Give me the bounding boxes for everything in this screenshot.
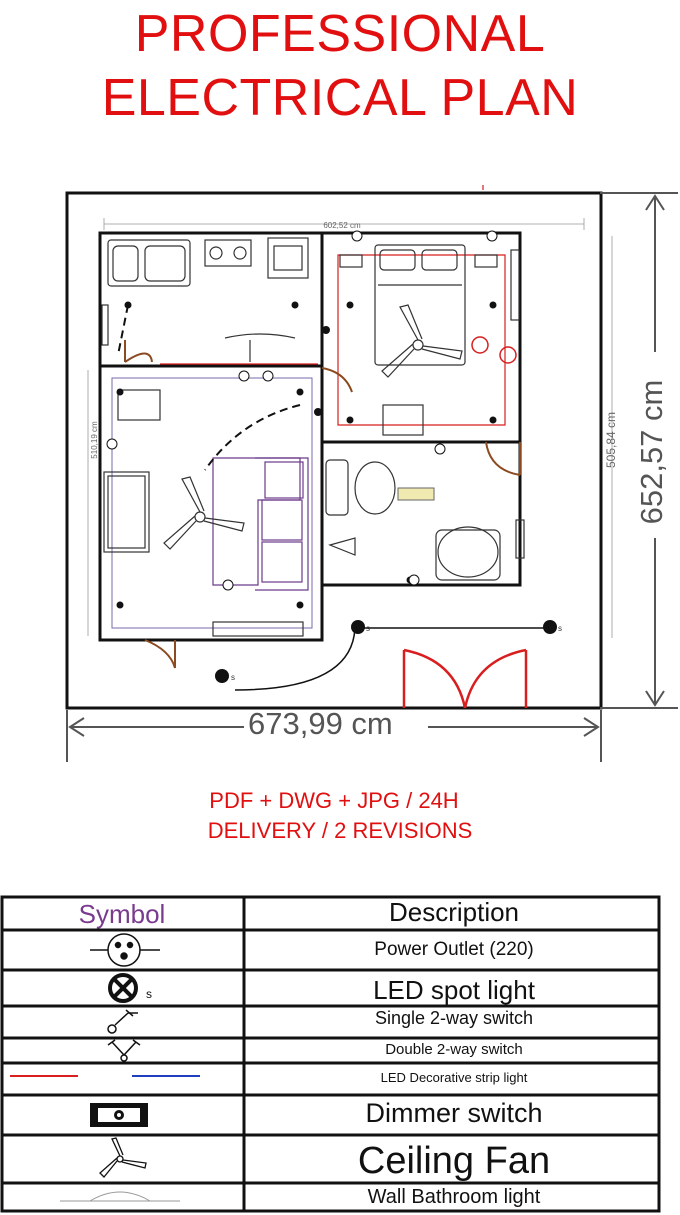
entrance-door — [234, 624, 550, 691]
entrance-switch-mark-1: s — [366, 624, 370, 633]
ceiling-fan-icon — [99, 1137, 147, 1178]
height-dimension — [600, 192, 678, 709]
bathroom-fixtures — [325, 459, 525, 581]
width-label: 673,99 cm — [248, 706, 393, 741]
title-line-1: PROFESSIONAL — [134, 5, 546, 63]
legend-row-single-switch: Single 2-way switch — [374, 1008, 534, 1028]
led-spot-light-icon — [108, 973, 138, 1003]
legend-row-ceiling-fan: Ceiling Fan — [357, 1140, 551, 1182]
red-strip-lights — [160, 185, 506, 426]
inner-dimension-lines — [87, 218, 613, 638]
delivery-line-2: DELIVERY / 2 REVISIONS — [207, 818, 473, 843]
double-switch-icon — [107, 1039, 141, 1062]
interior-walls — [98, 231, 522, 642]
legend-row-dimmer: Dimmer switch — [365, 1098, 543, 1128]
spot-lights — [116, 301, 557, 683]
bedroom-fixtures — [339, 244, 520, 436]
single-switch-icon — [107, 1009, 138, 1034]
floor-plan: 602,52 cm 505,84 cm 510,19 cm — [65, 185, 678, 762]
living-room-fixtures — [103, 389, 304, 637]
red-double-door — [402, 648, 528, 709]
inner-width-label: 602,52 cm — [323, 221, 361, 230]
legend-table: s — [0, 895, 661, 1213]
bedroom-chairs — [471, 336, 517, 364]
power-outlet-icon — [90, 933, 160, 967]
inner-height-label: 505,84 cm — [604, 412, 618, 468]
width-dimension — [66, 710, 602, 762]
legend-header-symbol: Symbol — [78, 899, 166, 929]
outlets — [106, 230, 498, 591]
height-label: 652,57 cm — [634, 379, 669, 525]
legend-row-double-switch: Double 2-way switch — [385, 1041, 523, 1058]
kitchen-fixtures — [101, 237, 309, 362]
doors — [124, 340, 521, 669]
led-spot-mark: s — [146, 987, 152, 1001]
title-line-2: ELECTRICAL PLAN — [101, 69, 579, 127]
bathroom-light-icon — [60, 1191, 180, 1202]
living-room-sofa — [212, 457, 309, 591]
outer-wall — [65, 191, 603, 710]
delivery-line-1: PDF + DWG + JPG / 24H — [209, 788, 459, 813]
bathroom-mirror-light — [397, 487, 435, 501]
legend-row-power-outlet: Power Outlet (220) — [374, 939, 534, 960]
legend-row-strip-light: LED Decorative strip light — [380, 1070, 528, 1085]
legend-row-led-spot: LED spot light — [373, 975, 535, 1005]
small-height-label: 510,19 cm — [90, 421, 99, 459]
legend-row-bathroom-light: Wall Bathroom light — [367, 1186, 541, 1208]
legend-header-description: Description — [388, 897, 520, 927]
wiring — [117, 304, 301, 471]
dimmer-switch-icon — [90, 1103, 148, 1127]
entrance-switch-mark-3: s — [231, 673, 235, 682]
ceiling-fans — [163, 304, 463, 550]
entrance-switch-mark-2: s — [558, 624, 562, 633]
